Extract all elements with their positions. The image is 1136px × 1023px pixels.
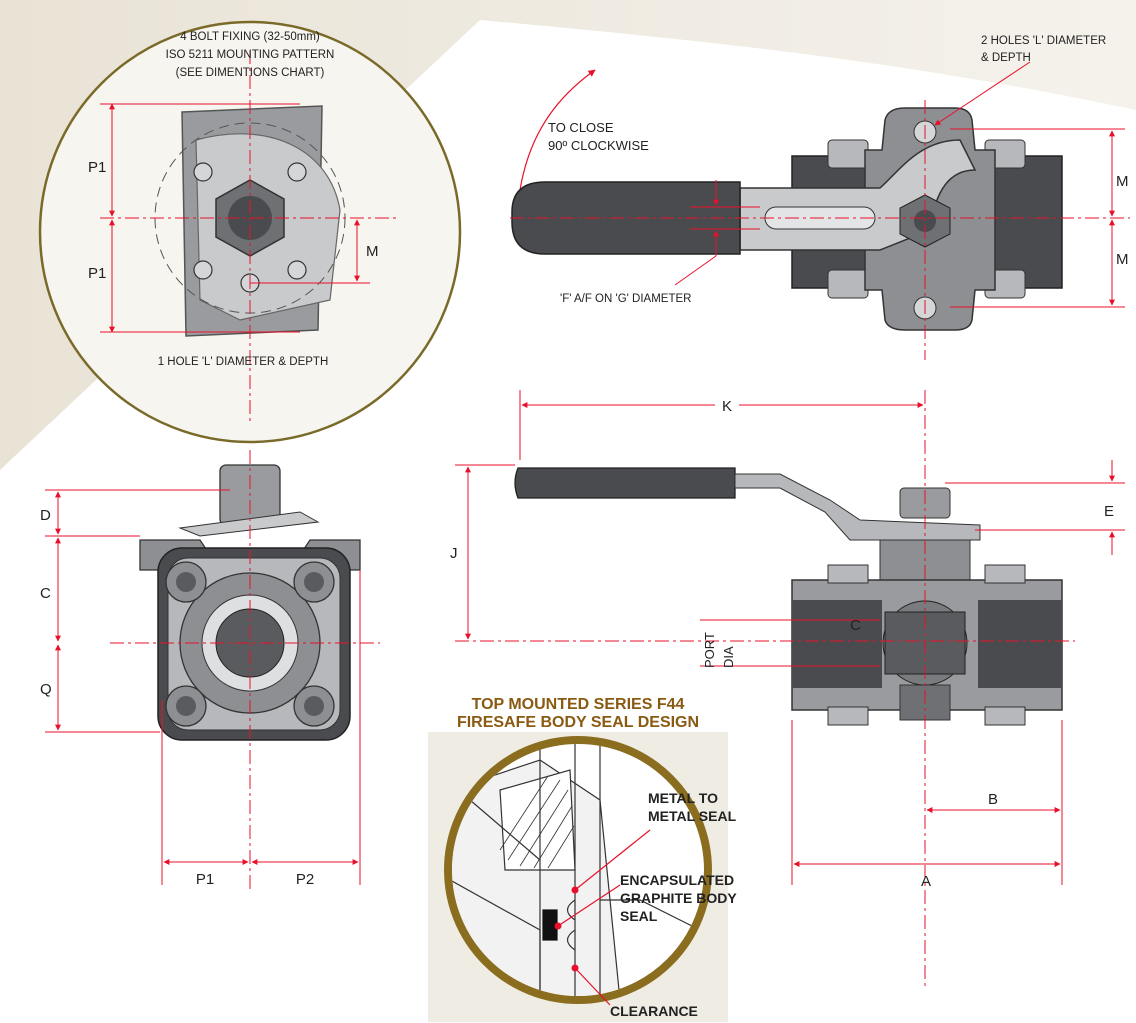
firesafe-detail: TOP MOUNTED SERIES F44 FIRESAFE BODY SEA…: [428, 696, 737, 1022]
rotation-note-line1: TO CLOSE: [548, 120, 614, 135]
port-dia-line1: PORT: [702, 632, 717, 668]
dim-b-label: B: [988, 791, 998, 808]
dim-p2-label: P2: [296, 871, 314, 888]
dim-a-label: A: [921, 873, 931, 890]
lever-grip: [511, 181, 741, 255]
graphite-line1: ENCAPSULATED: [620, 872, 734, 888]
dim-m-upper-label: M: [1116, 173, 1129, 190]
dim-k-label: K: [722, 398, 732, 415]
side-section-view: K J E C PORT DIA B A: [450, 390, 1125, 990]
end-view: D C Q P1 P2: [40, 450, 380, 890]
hole-note: 1 HOLE 'L' DIAMETER & DEPTH: [158, 356, 329, 368]
dim-m-label: M: [366, 243, 379, 260]
dim-c-side-label: C: [850, 617, 861, 634]
dim-m-lower-label: M: [1116, 251, 1129, 268]
dim-p1-upper-label: P1: [88, 159, 106, 176]
detail-title-line2: FIRESAFE BODY SEAL DESIGN: [457, 714, 699, 731]
mounting-note-line2: ISO 5211 MOUNTING PATTERN: [166, 49, 335, 61]
holes-note-line1: 2 HOLES 'L' DIAMETER: [981, 35, 1106, 47]
graphite-line3: SEAL: [620, 908, 658, 924]
mounting-pattern-view: 4 BOLT FIXING (32-50mm) ISO 5211 MOUNTIN…: [38, 20, 462, 444]
dim-d-label: D: [40, 507, 51, 524]
holes-note-line2: & DEPTH: [981, 52, 1031, 64]
flat-note: 'F' A/F ON 'G' DIAMETER: [560, 293, 691, 305]
plan-view: TO CLOSE 90º CLOCKWISE 2 HOLES ': [510, 35, 1130, 360]
dim-p1-label: P1: [196, 871, 214, 888]
dim-j-label: J: [450, 545, 458, 562]
port-dia-line2: DIA: [721, 646, 736, 668]
dim-q-label: Q: [40, 681, 52, 698]
dim-c-label: C: [40, 585, 51, 602]
detail-title-line1: TOP MOUNTED SERIES F44: [472, 696, 685, 713]
dim-e-label: E: [1104, 503, 1114, 520]
metal-seal-line1: METAL TO: [648, 790, 718, 806]
mounting-note-line3: (SEE DIMENTIONS CHART): [176, 67, 325, 79]
bolt-holes: [193, 162, 307, 280]
dim-p1-lower-label: P1: [88, 265, 106, 282]
rotation-arrow: [519, 69, 596, 191]
rotation-note-line2: 90º CLOCKWISE: [548, 138, 649, 153]
clearance-label: CLEARANCE: [610, 1003, 698, 1019]
metal-seal-line2: METAL SEAL: [648, 808, 737, 824]
graphite-line2: GRAPHITE BODY: [620, 890, 737, 906]
mounting-note-line1: 4 BOLT FIXING (32-50mm): [180, 31, 320, 43]
